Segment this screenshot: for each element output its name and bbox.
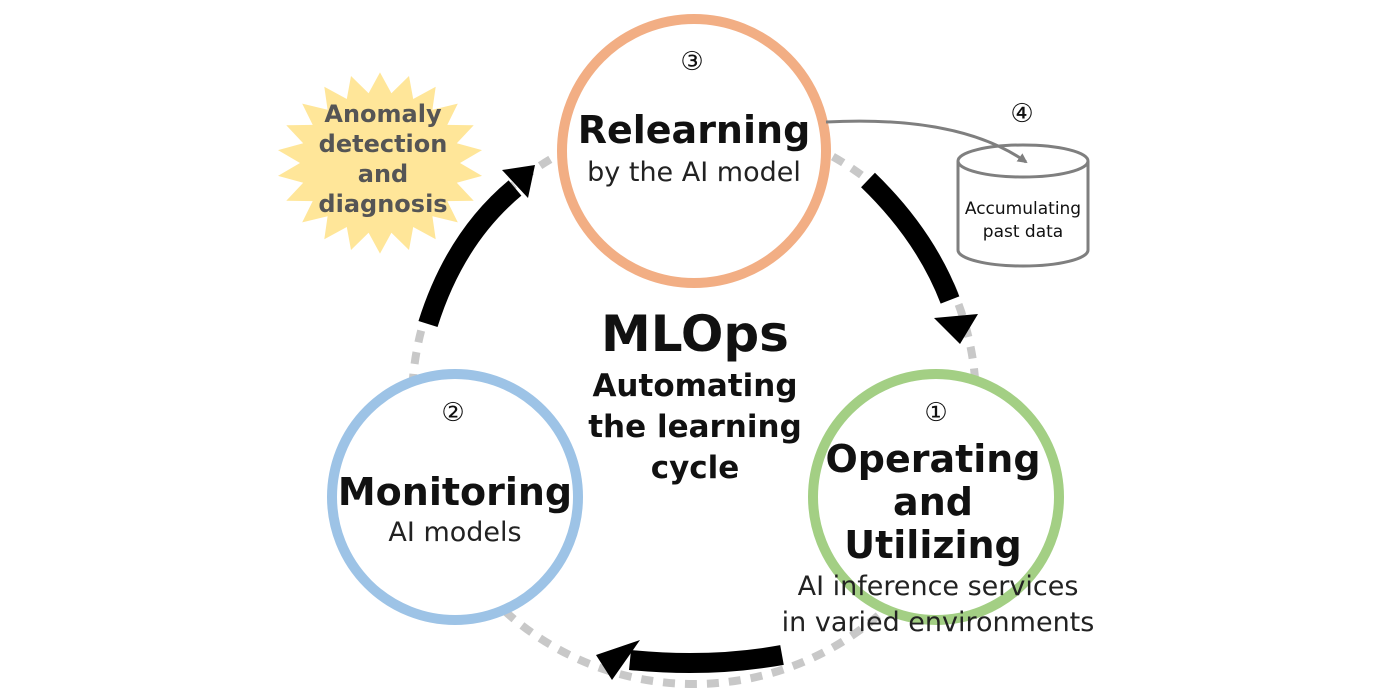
- arrow-relearning-to-storage: [825, 119, 1028, 164]
- storage-number: ④: [1010, 99, 1033, 129]
- anomaly-burst: Anomaly detection and diagnosis: [278, 72, 482, 254]
- arrow-operating-to-monitoring: [629, 645, 784, 674]
- operating-node: ① Operating and Utilizing AI inference s…: [782, 369, 1095, 638]
- monitoring-subtitle: AI models: [388, 517, 521, 548]
- operating-title-line-3: Utilizing: [844, 523, 1022, 567]
- storage-line-2: past data: [983, 222, 1063, 242]
- operating-subtitle-line-1: AI inference services: [798, 571, 1079, 602]
- anomaly-line-3: and: [358, 160, 408, 188]
- arrow-relearning-to-operating-head: [934, 314, 978, 344]
- anomaly-starburst-shape: [278, 72, 482, 254]
- center-subtitle-line-3: cycle: [651, 450, 740, 486]
- center-label: MLOps Automating the learning cycle: [588, 305, 802, 486]
- monitoring-node: ② Monitoring AI models: [327, 369, 583, 625]
- arrow-operating-to-monitoring-head: [596, 640, 640, 680]
- storage-line-1: Accumulating: [965, 199, 1081, 219]
- arrow-relearning-to-operating: [861, 172, 960, 304]
- anomaly-line-4: diagnosis: [318, 190, 447, 218]
- cycle-arrows: [418, 165, 978, 680]
- operating-title-line-2: and: [893, 480, 973, 524]
- center-subtitle-line-2: the learning: [588, 409, 802, 445]
- storage-cylinder-body: [956, 161, 1090, 268]
- arrow-monitoring-to-relearning: [418, 180, 522, 327]
- anomaly-line-1: Anomaly: [324, 100, 442, 128]
- monitoring-title: Monitoring: [338, 470, 572, 514]
- storage-node: ④ Accumulating past data: [956, 99, 1090, 268]
- relearning-node: ③ Relearning by the AI model: [557, 14, 831, 288]
- center-title: MLOps: [601, 305, 789, 363]
- relearning-title: Relearning: [578, 108, 811, 152]
- operating-circle: [808, 369, 1064, 625]
- relearning-subtitle: by the AI model: [587, 157, 801, 188]
- operating-number: ①: [924, 398, 947, 428]
- anomaly-line-2: detection: [319, 130, 448, 158]
- operating-subtitle-line-2: in varied environments: [782, 607, 1095, 638]
- arrow-monitoring-to-relearning-head: [502, 165, 535, 198]
- monitoring-number: ②: [441, 398, 464, 428]
- monitoring-circle: [327, 369, 583, 625]
- relearning-number: ③: [680, 47, 703, 77]
- operating-title-line-1: Operating: [825, 437, 1040, 481]
- relearning-circle: [557, 14, 831, 288]
- center-subtitle-line-1: Automating: [592, 368, 797, 404]
